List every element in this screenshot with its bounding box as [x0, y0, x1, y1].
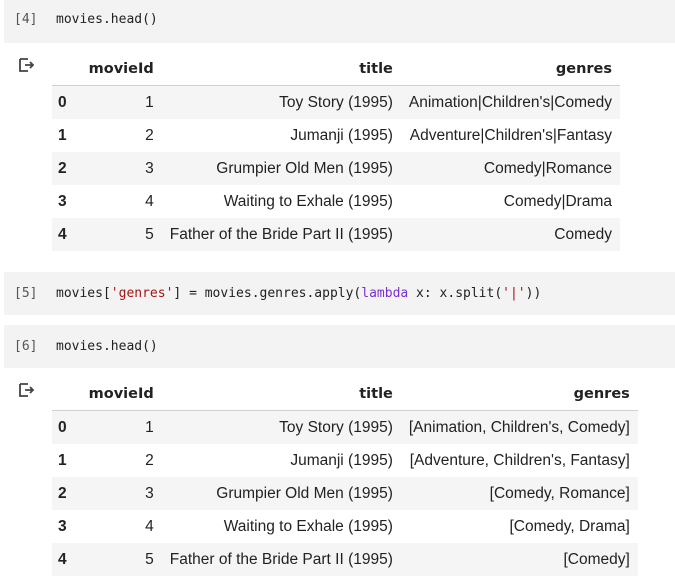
- column-header: movieId: [80, 53, 162, 86]
- table-row: 2 3 Grumpier Old Men (1995) Comedy|Roman…: [52, 152, 621, 185]
- title-cell: Grumpier Old Men (1995): [216, 159, 393, 177]
- movieid-cell: 5: [145, 550, 154, 568]
- title-cell: Father of the Bride Part II (1995): [169, 225, 393, 243]
- table-row: 3 4 Waiting to Exhale (1995) Comedy|Dram…: [52, 185, 621, 218]
- table-row: 0 1 Toy Story (1995) [Animation, Childre…: [52, 410, 638, 444]
- row-index: 3: [58, 517, 67, 535]
- genres-cell: Comedy: [554, 225, 613, 243]
- genres-cell: Comedy|Romance: [483, 159, 613, 177]
- movieid-cell: 1: [145, 93, 154, 111]
- output-arrow-icon: [19, 58, 35, 72]
- genres-cell: [Animation, Children's, Comedy]: [408, 418, 630, 436]
- genres-cell: Animation|Children's|Comedy: [408, 93, 613, 111]
- code-token: )): [525, 286, 542, 301]
- column-header: title: [161, 378, 401, 411]
- movieid-cell: 2: [145, 126, 154, 144]
- execution-count: [4]: [14, 12, 38, 27]
- row-index: 4: [58, 225, 67, 243]
- genres-cell: [Comedy, Romance]: [489, 484, 630, 502]
- column-header: title: [161, 53, 401, 86]
- row-index: 0: [58, 418, 67, 436]
- movieid-cell: 4: [145, 192, 154, 210]
- execution-count: [5]: [14, 286, 38, 301]
- dataframe-output-1: movieId title genres 0 1 Toy Story (1995…: [52, 53, 621, 251]
- code-token: ] = movies.genres.apply(: [173, 286, 362, 301]
- row-index: 1: [58, 126, 67, 144]
- row-index: 1: [58, 451, 67, 469]
- title-cell: Waiting to Exhale (1995): [223, 517, 393, 535]
- code-token: x: x.split(: [408, 286, 503, 301]
- table-row: 4 5 Father of the Bride Part II (1995) […: [52, 543, 638, 576]
- table-row: 1 2 Jumanji (1995) Adventure|Children's|…: [52, 119, 621, 152]
- title-cell: Toy Story (1995): [279, 418, 393, 436]
- movieid-cell: 4: [145, 517, 154, 535]
- code-cell-5[interactable]: [5] movies['genres'] = movies.genres.app…: [4, 272, 675, 315]
- title-cell: Grumpier Old Men (1995): [216, 484, 393, 502]
- row-index: 4: [58, 550, 67, 568]
- code-keyword-token: lambda: [361, 286, 409, 301]
- row-index: 2: [58, 484, 67, 502]
- genres-cell: Adventure|Children's|Fantasy: [409, 126, 613, 144]
- table-row: 2 3 Grumpier Old Men (1995) [Comedy, Rom…: [52, 477, 638, 510]
- row-index: 2: [58, 159, 67, 177]
- movieid-cell: 2: [145, 451, 154, 469]
- index-header: [52, 378, 81, 411]
- code-line[interactable]: movies.head(): [56, 12, 158, 27]
- table-row: 1 2 Jumanji (1995) [Adventure, Children'…: [52, 444, 638, 477]
- table-row: 3 4 Waiting to Exhale (1995) [Comedy, Dr…: [52, 510, 638, 543]
- title-cell: Jumanji (1995): [290, 451, 393, 469]
- index-header: [52, 53, 81, 86]
- title-cell: Toy Story (1995): [279, 93, 393, 111]
- output-arrow-icon: [19, 383, 35, 397]
- table-row: 4 5 Father of the Bride Part II (1995) C…: [52, 218, 621, 251]
- table-row: 0 1 Toy Story (1995) Animation|Children'…: [52, 85, 621, 119]
- execution-count: [6]: [14, 339, 38, 354]
- movieid-cell: 3: [145, 484, 154, 502]
- code-token: movies[: [56, 286, 111, 301]
- dataframe-output-2: movieId title genres 0 1 Toy Story (1995…: [52, 378, 638, 576]
- title-cell: Father of the Bride Part II (1995): [169, 550, 393, 568]
- movieid-cell: 1: [145, 418, 154, 436]
- row-index: 3: [58, 192, 67, 210]
- code-cell-6[interactable]: [6] movies.head(): [4, 325, 675, 368]
- genres-cell: [Adventure, Children's, Fantasy]: [409, 451, 630, 469]
- column-header: genres: [400, 53, 621, 86]
- genres-cell: [Comedy, Drama]: [509, 517, 630, 535]
- title-cell: Waiting to Exhale (1995): [223, 192, 393, 210]
- code-string-token: 'genres': [110, 286, 174, 301]
- movieid-cell: 3: [145, 159, 154, 177]
- column-header: genres: [400, 378, 638, 411]
- genres-cell: Comedy|Drama: [503, 192, 613, 210]
- movieid-cell: 5: [145, 225, 154, 243]
- row-index: 0: [58, 93, 67, 111]
- table-header-row: movieId title genres: [52, 53, 621, 86]
- genres-cell: [Comedy]: [563, 550, 630, 568]
- code-line[interactable]: movies['genres'] = movies.genres.apply(l…: [56, 286, 541, 301]
- column-header: movieId: [80, 378, 162, 411]
- code-string-token: '|': [502, 286, 526, 301]
- code-line[interactable]: movies.head(): [56, 339, 158, 354]
- table-header-row: movieId title genres: [52, 378, 638, 411]
- code-cell-4[interactable]: [4] movies.head(): [4, 0, 675, 43]
- title-cell: Jumanji (1995): [290, 126, 393, 144]
